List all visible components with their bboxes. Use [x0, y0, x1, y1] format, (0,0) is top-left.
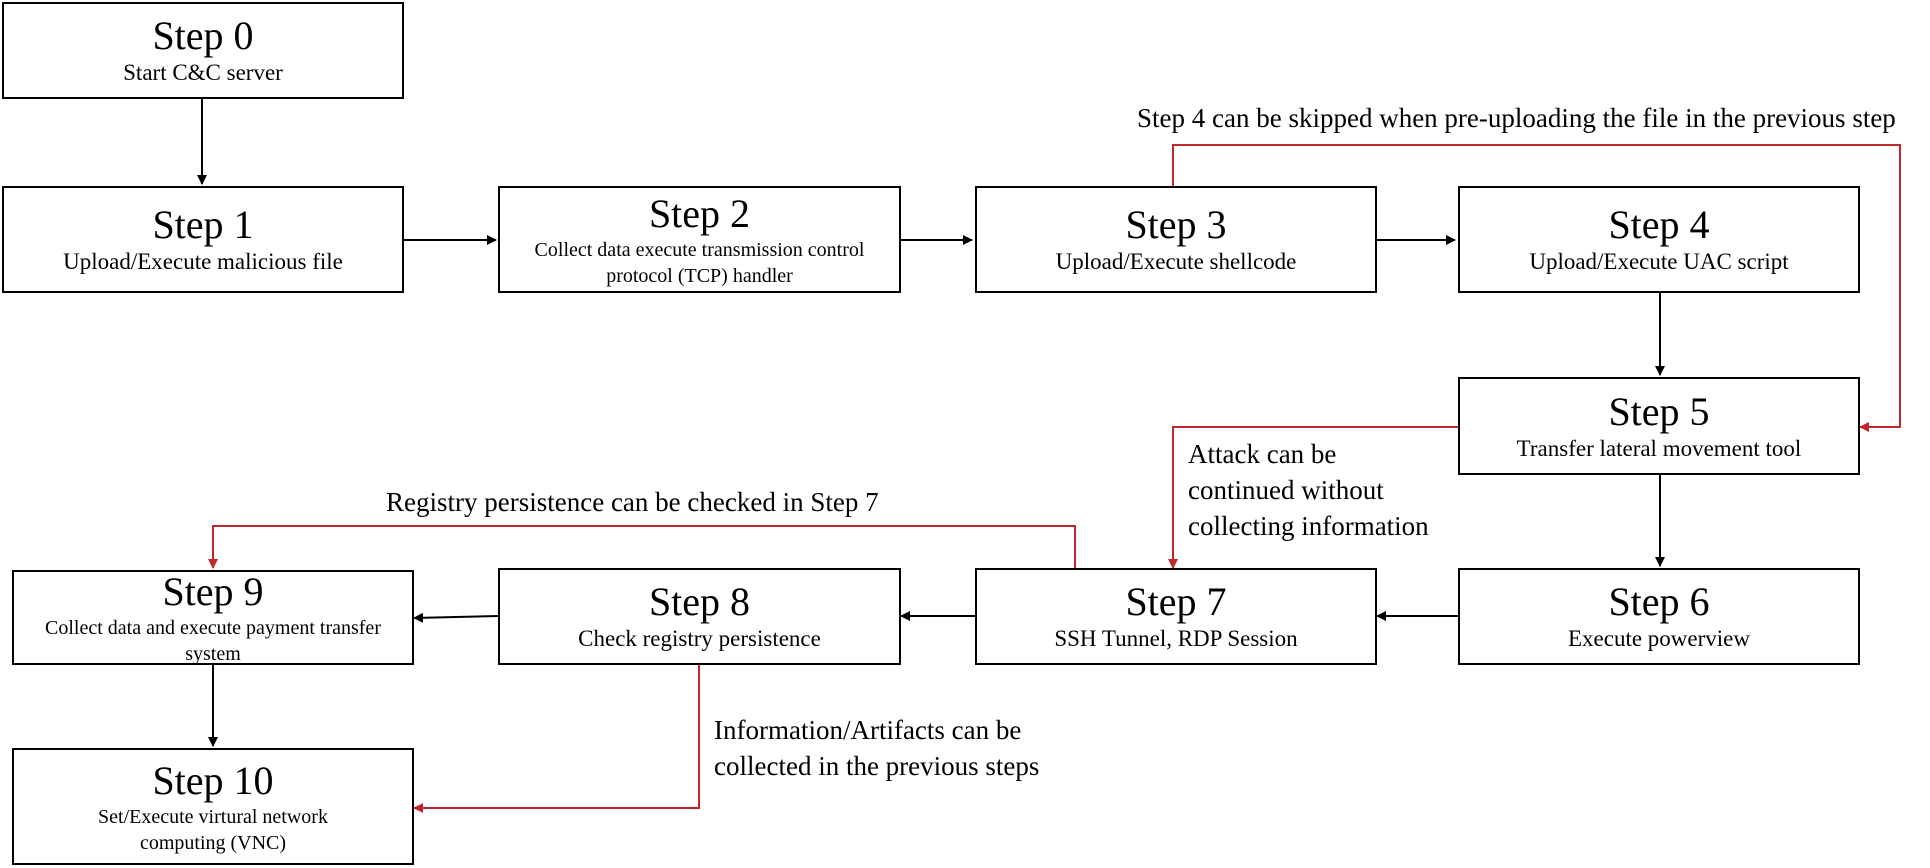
- step-2-box: Step 2 Collect data execute transmission…: [498, 186, 901, 293]
- step-1-box: Step 1 Upload/Execute malicious file: [2, 186, 404, 293]
- note-line: Attack can be: [1188, 439, 1337, 469]
- step-9-box: Step 9 Collect data and execute payment …: [12, 568, 414, 665]
- step-8-box: Step 8 Check registry persistence: [498, 568, 901, 665]
- step-6-box: Step 6 Execute powerview: [1458, 568, 1860, 665]
- note-registry-check: Registry persistence can be checked in S…: [386, 487, 879, 517]
- step-description: Transfer lateral movement tool: [1516, 435, 1802, 461]
- step-10-box: Step 10 Set/Execute virtural network com…: [12, 748, 414, 865]
- path-step8-to-step10: [413, 665, 700, 813]
- step-description: Collect data execute transmission contro…: [534, 238, 865, 287]
- note-line: Information/Artifacts can be: [714, 715, 1022, 745]
- step-title: Step 5: [1608, 388, 1710, 434]
- step-title: Step 1: [152, 202, 254, 248]
- path-step7-to-step9: [208, 525, 1076, 569]
- step-4-box: Step 4 Upload/Execute UAC script: [1458, 186, 1860, 293]
- step-description: Upload/Execute malicious file: [63, 249, 343, 275]
- step-description: SSH Tunnel, RDP Session: [1054, 626, 1298, 652]
- step-title: Step 9: [162, 568, 264, 614]
- path-skip-step4: [1172, 144, 1901, 432]
- step-description: Set/Execute virtural network computing (…: [98, 805, 328, 854]
- note-line: collecting information: [1188, 511, 1429, 541]
- step-description: Execute powerview: [1567, 626, 1750, 652]
- path-step5-to-step7: [1168, 426, 1459, 569]
- step-title: Step 4: [1608, 202, 1710, 248]
- step-description: Collect data and execute payment transfe…: [45, 616, 381, 665]
- note-artifacts: Information/Artifacts can be collected i…: [714, 712, 1039, 784]
- step-7-box: Step 7 SSH Tunnel, RDP Session: [975, 568, 1377, 665]
- step-title: Step 3: [1125, 202, 1227, 248]
- step-title: Step 2: [648, 190, 751, 236]
- step-title: Step 7: [1125, 579, 1227, 625]
- note-line: continued without: [1188, 475, 1384, 505]
- step-title: Step 8: [648, 579, 751, 625]
- arrow-step8-to-step9: [413, 612, 499, 623]
- step-description: Upload/Execute shellcode: [1055, 249, 1297, 275]
- step-5-box: Step 5 Transfer lateral movement tool: [1458, 377, 1860, 475]
- step-3-box: Step 3 Upload/Execute shellcode: [975, 186, 1377, 293]
- step-title: Step 0: [152, 13, 254, 59]
- step-title: Step 10: [152, 757, 274, 803]
- step-description: Start C&C server: [123, 60, 283, 86]
- step-description: Check registry persistence: [578, 626, 821, 652]
- note-skip-step4: Step 4 can be skipped when pre-uploading…: [1137, 103, 1896, 133]
- step-0-box: Step 0 Start C&C server: [2, 2, 404, 99]
- note-line: collected in the previous steps: [714, 751, 1040, 781]
- step-title: Step 6: [1608, 579, 1710, 625]
- note-attack-continue: Attack can be continued without collecti…: [1188, 436, 1429, 544]
- step-description: Upload/Execute UAC script: [1529, 249, 1789, 275]
